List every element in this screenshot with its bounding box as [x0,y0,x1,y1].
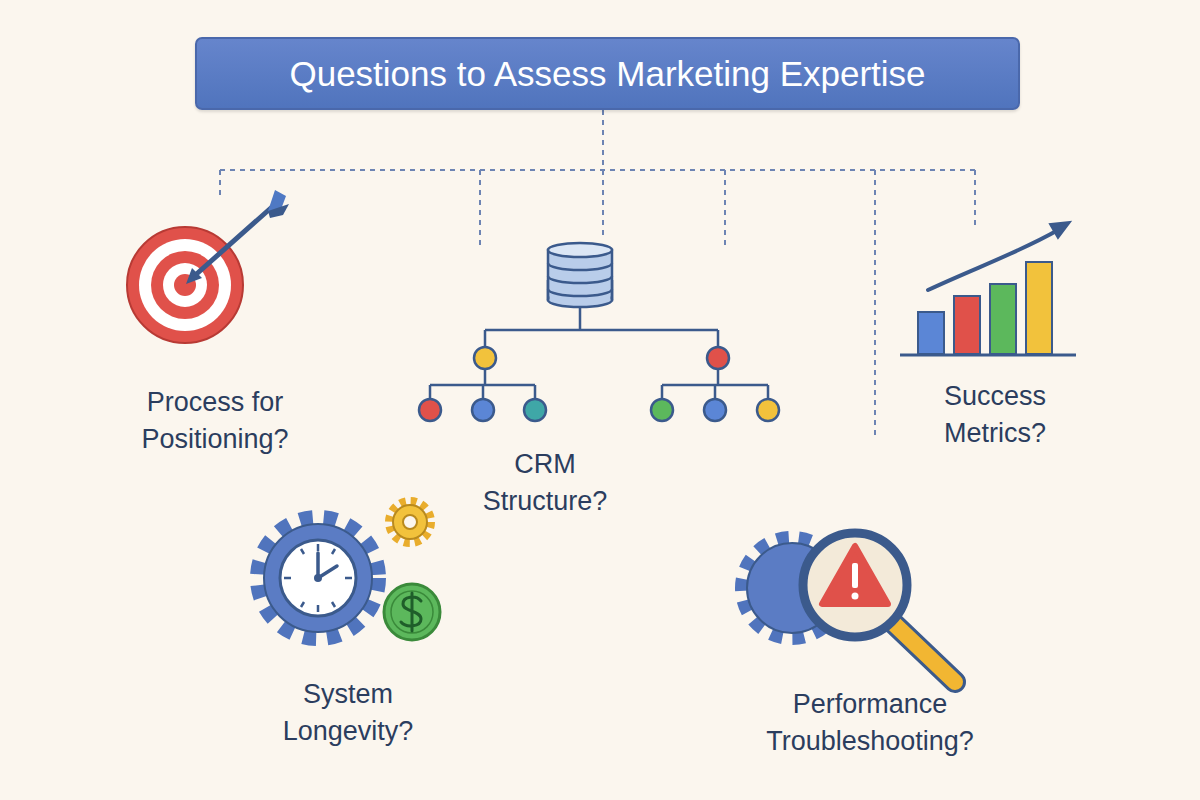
question-label: Process for Positioning? [115,384,315,458]
chart-bar [990,284,1016,354]
warning-mark [852,593,859,600]
dashed-line [220,169,975,171]
question-label: Success Metrics? [908,378,1083,452]
tree-line [430,307,768,400]
clock-hand [318,553,337,578]
dashed-line [724,170,726,245]
magnifier-warning-icon [742,533,955,682]
chart-bar [1026,262,1052,354]
arrow-fletching [268,204,289,218]
gear-clock-icon [258,501,440,640]
dollar-symbol [401,593,421,631]
coin [384,584,440,640]
gear-teeth [389,501,431,543]
gear-body [264,524,372,632]
chart-bar [918,312,944,354]
tree-dot [651,399,673,421]
arrow-shaft [192,207,272,278]
title-banner: Questions to Assess Marketing Expertise [195,37,1020,110]
bar-chart-icon [900,222,1076,355]
clock-pin [314,574,322,582]
chart-bar [954,296,980,354]
tree-dot [419,399,441,421]
clock-face [280,540,356,616]
tree-dot [707,347,729,369]
dashed-line [974,170,976,225]
warning-triangle [822,546,888,604]
clock-tick [284,544,352,612]
magnifier-handle [890,620,955,682]
question-label: Performance Troubleshooting? [745,686,995,760]
dashed-line [874,170,876,440]
warning-mark [852,563,858,588]
tree-dot [524,399,546,421]
database-top [548,243,612,257]
tree-dot [757,399,779,421]
coin-rim [391,591,433,633]
question-label: CRM Structure? [470,446,620,520]
question-label: System Longevity? [261,676,436,750]
target-ring [127,227,243,343]
gear-body [393,505,427,539]
magnifier-lens [803,533,907,637]
tree-dot [704,399,726,421]
chart-baseline [900,354,1076,357]
tree-dot [474,347,496,369]
dashed-line [219,170,221,195]
title-text: Questions to Assess Marketing Expertise [289,54,925,94]
database-tree-icon [419,243,779,421]
tree-dot [472,399,494,421]
gear-teeth [258,518,378,638]
arrow-head [186,268,202,284]
gear-hub [403,515,417,529]
dashed-line [602,110,604,235]
target-icon [127,190,289,343]
trend-arrow-head [1050,222,1070,238]
database-layer [548,263,612,296]
trend-arrow [928,230,1058,290]
magnifier-handle-outline [890,620,955,682]
dashed-line [479,170,481,245]
dashed-tree [220,110,975,440]
